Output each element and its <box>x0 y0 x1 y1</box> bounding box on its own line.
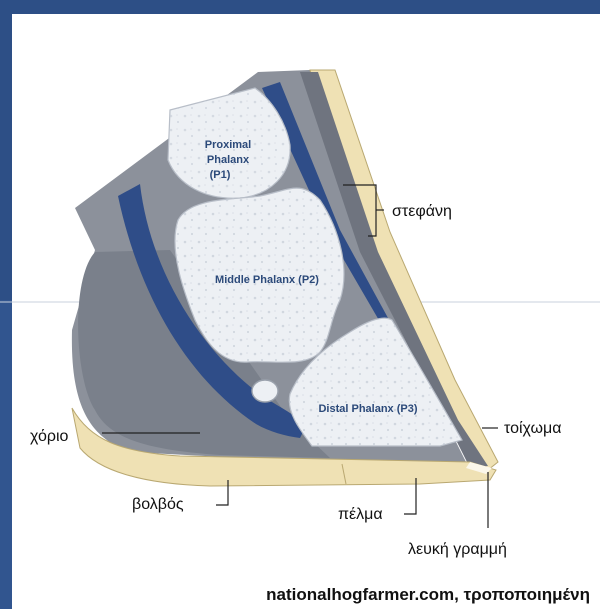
proximal-label-line2: Phalanx <box>207 154 250 166</box>
source-caption: nationalhogfarmer.com, τροποποιημένη <box>266 585 590 604</box>
distal-phalanx-label: Distal Phalanx (P3) <box>318 403 417 415</box>
proximal-label-line1: Proximal <box>205 139 251 151</box>
proximal-label-line3: (P1) <box>210 169 231 181</box>
corium-label: χόριο <box>30 428 69 445</box>
wall-label: τοίχωμα <box>504 420 561 437</box>
navicular-bone <box>252 380 278 402</box>
white-line-label: λευκή γραμμή <box>408 541 507 558</box>
sole-label: πέλμα <box>338 506 383 523</box>
bulb-label: βολβός <box>132 496 184 513</box>
middle-phalanx-label: Middle Phalanx (P2) <box>215 274 319 286</box>
coronet-label: στεφάνη <box>392 203 452 220</box>
